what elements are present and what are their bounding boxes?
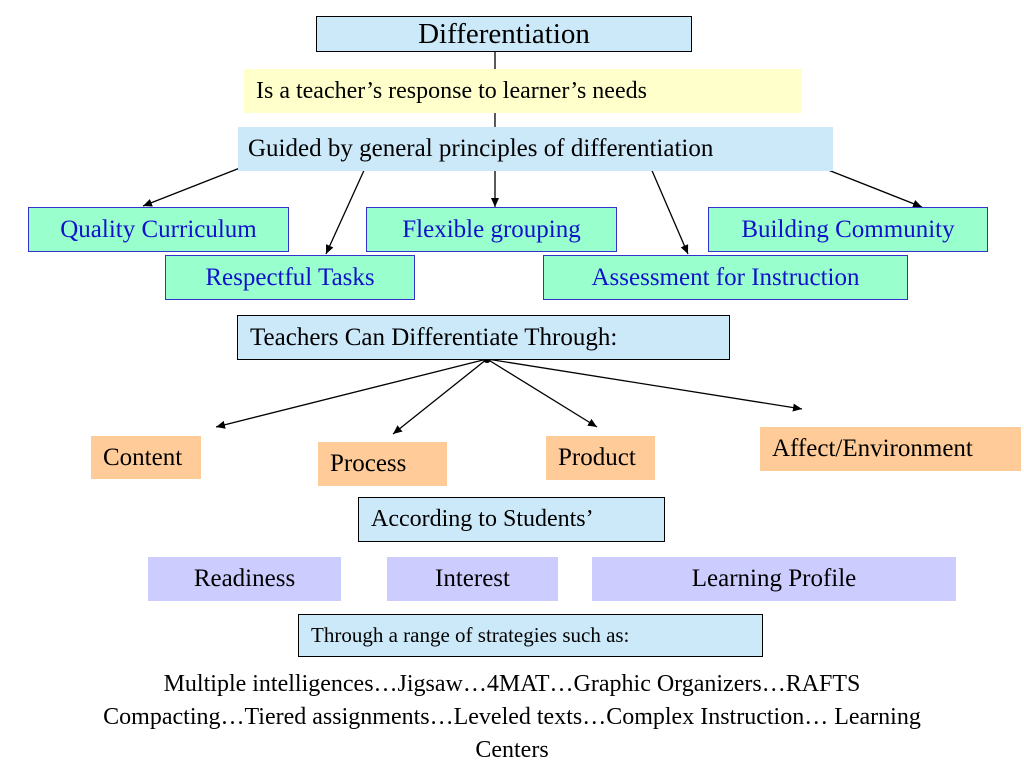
element-label: Content (103, 443, 183, 471)
element-product: Product (546, 436, 655, 480)
trait-readiness: Readiness (148, 557, 341, 601)
strategies-list: Multiple intelligences…Jigsaw…4MAT…Graph… (0, 668, 1024, 767)
arrow-to-respectful-tasks (325, 165, 367, 255)
element-affect-environment: Affect/Environment (760, 427, 1021, 471)
principle-flexible-grouping: Flexible grouping (366, 207, 617, 252)
title-box: Differentiation (316, 16, 692, 52)
strategies-line-3: Centers (475, 737, 549, 763)
arrow-to-product (486, 358, 598, 428)
title-text: Differentiation (418, 17, 590, 50)
arrow-to-quality-curriculum (142, 165, 246, 207)
principle-label: Assessment for Instruction (591, 263, 860, 291)
element-process: Process (318, 442, 447, 486)
trait-label: Learning Profile (691, 565, 857, 592)
trait-interest: Interest (387, 557, 558, 601)
element-label: Process (330, 450, 407, 477)
through-strategies-box: Through a range of strategies such as: (298, 614, 763, 657)
arrow-to-content (215, 358, 488, 429)
guided-by-box: Guided by general principles of differen… (238, 127, 833, 171)
teachers-can-box: Teachers Can Differentiate Through: (237, 315, 730, 360)
strategies-line-2: Compacting…Tiered assignments…Leveled te… (103, 704, 921, 730)
definition-box: Is a teacher’s response to learner’s nee… (244, 69, 802, 113)
trait-label: Interest (435, 565, 510, 592)
element-label: Product (558, 444, 636, 471)
definition-text: Is a teacher’s response to learner’s nee… (256, 77, 647, 104)
trait-label: Readiness (193, 565, 296, 592)
according-to-text: According to Students’ (371, 506, 594, 532)
arrow-to-process (392, 358, 488, 435)
arrow-to-building-community (817, 165, 923, 208)
principle-quality-curriculum: Quality Curriculum (28, 207, 289, 252)
principle-label: Quality Curriculum (60, 215, 257, 243)
principle-label: Building Community (741, 215, 955, 243)
principle-assessment-for-instruction: Assessment for Instruction (543, 255, 908, 300)
principle-label: Flexible grouping (402, 215, 581, 243)
principle-respectful-tasks: Respectful Tasks (165, 255, 415, 300)
arrow-to-assessment (649, 165, 689, 255)
guided-by-text: Guided by general principles of differen… (248, 135, 714, 162)
element-label: Affect/Environment (772, 435, 973, 462)
principle-building-community: Building Community (708, 207, 988, 252)
trait-learning-profile: Learning Profile (592, 557, 956, 601)
according-to-box: According to Students’ (358, 497, 665, 542)
arrow-to-affect (486, 358, 803, 412)
strategies-line-1: Multiple intelligences…Jigsaw…4MAT…Graph… (163, 671, 861, 697)
through-strategies-text: Through a range of strategies such as: (311, 623, 630, 647)
element-content: Content (91, 436, 201, 479)
principle-label: Respectful Tasks (205, 263, 375, 291)
teachers-can-text: Teachers Can Differentiate Through: (250, 323, 618, 351)
